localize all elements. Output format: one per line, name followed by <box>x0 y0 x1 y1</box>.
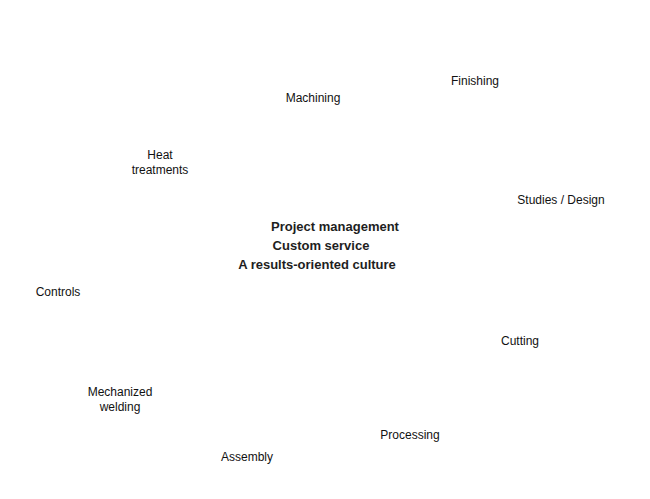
puzzle-piece <box>88 327 113 352</box>
step-label: Studies / Design <box>517 193 604 208</box>
ring-connector <box>212 96 254 121</box>
monitor-base <box>553 169 583 175</box>
text-group: Finishing <box>415 74 555 89</box>
puzzle-piece <box>264 408 289 433</box>
process-circle: Finishing <box>415 0 555 97</box>
cutting-icon <box>508 256 554 302</box>
ring-connector <box>182 404 209 418</box>
node-shape <box>362 353 502 468</box>
text-group: Processing <box>362 428 502 443</box>
ring-connector <box>552 231 554 238</box>
heat-icon <box>136 86 182 132</box>
text-group: Machining <box>251 91 376 106</box>
bar <box>417 380 428 418</box>
process-circle: Assembly <box>207 384 343 492</box>
node-shape <box>251 14 376 126</box>
step-label: Assembly <box>221 450 273 465</box>
text-group: Cutting <box>468 334 593 349</box>
text-group: Mechanized welding <box>63 385 193 415</box>
node-outline <box>207 384 343 492</box>
node-shape <box>95 101 225 219</box>
puzzle-piece <box>111 330 136 355</box>
node-shape <box>214 160 436 330</box>
ring-connector <box>345 434 365 437</box>
computer-icon <box>540 122 610 175</box>
processing-icon <box>378 356 454 418</box>
node-shape <box>207 384 343 492</box>
step-label: Controls <box>36 285 81 300</box>
text-group: Controls <box>6 285 134 300</box>
process-circle: Heat treatments <box>95 101 225 219</box>
text-group: Studies / Design <box>497 193 637 208</box>
step-label: Heat treatments <box>122 148 198 178</box>
node-shape <box>497 110 637 230</box>
finishing-icon <box>452 6 538 52</box>
puzzle-piece <box>258 388 283 413</box>
node-shape <box>415 0 555 97</box>
center-ellipse: Project managementCustom serviceA result… <box>214 160 436 330</box>
step-label: Mechanized welding <box>82 385 158 415</box>
ring-connector <box>97 312 100 318</box>
center-text: A results-oriented culture <box>238 255 396 274</box>
machining-icon <box>298 16 350 68</box>
puzzle-piece <box>156 323 181 348</box>
puzzle-piece <box>304 22 350 68</box>
bar <box>404 390 415 418</box>
puzzle-piece <box>298 16 344 62</box>
center-text: Project management <box>271 217 399 236</box>
text-group: Assembly <box>207 450 343 465</box>
puzzle-piece <box>240 411 265 436</box>
bar <box>391 398 402 418</box>
node-shape <box>468 237 593 357</box>
process-circle: Cutting <box>468 237 593 357</box>
node-outline <box>362 353 502 468</box>
puzzle-piece <box>234 391 259 416</box>
welding-icon <box>88 323 181 355</box>
node-outline <box>251 14 376 126</box>
process-circle: Mechanized welding <box>63 305 193 425</box>
ring-connector <box>482 350 496 367</box>
monitor-bezel <box>540 122 596 162</box>
magnifier-handle <box>71 251 88 270</box>
process-circle: Processing <box>362 353 502 468</box>
puzzle-piece <box>452 6 498 52</box>
process-circle: Machining <box>251 14 376 126</box>
step-label: Machining <box>286 91 341 106</box>
ring-connector <box>103 203 111 211</box>
process-circle: Studies / Design <box>497 110 637 230</box>
node-shape <box>63 305 193 425</box>
monitor-stand <box>563 162 573 170</box>
bar <box>443 356 454 418</box>
step-label: Cutting <box>501 334 539 349</box>
step-label: Finishing <box>451 74 499 89</box>
flame <box>148 102 168 127</box>
magnifier-icon <box>45 225 88 270</box>
assembly-icon <box>234 388 289 436</box>
node-outline <box>497 110 637 230</box>
monitor-screen <box>545 126 591 157</box>
node-shape <box>6 205 134 325</box>
text-group: Heat treatments <box>95 148 225 178</box>
center-text: Custom service <box>273 236 370 255</box>
puzzle-hole <box>519 270 540 291</box>
puzzle-piece <box>136 86 182 132</box>
puzzle-piece <box>492 6 538 52</box>
magnifier-lens <box>45 225 75 255</box>
step-label: Processing <box>380 428 439 443</box>
ring-connector <box>377 54 400 57</box>
computer-tower <box>598 128 610 170</box>
puzzle-piece <box>508 256 554 302</box>
process-circle: Controls <box>6 205 134 325</box>
bar <box>430 368 441 418</box>
bar <box>378 406 389 418</box>
node-outline <box>6 205 134 325</box>
puzzle-piece <box>134 327 159 352</box>
text-group: Project managementCustom serviceA result… <box>214 217 436 274</box>
